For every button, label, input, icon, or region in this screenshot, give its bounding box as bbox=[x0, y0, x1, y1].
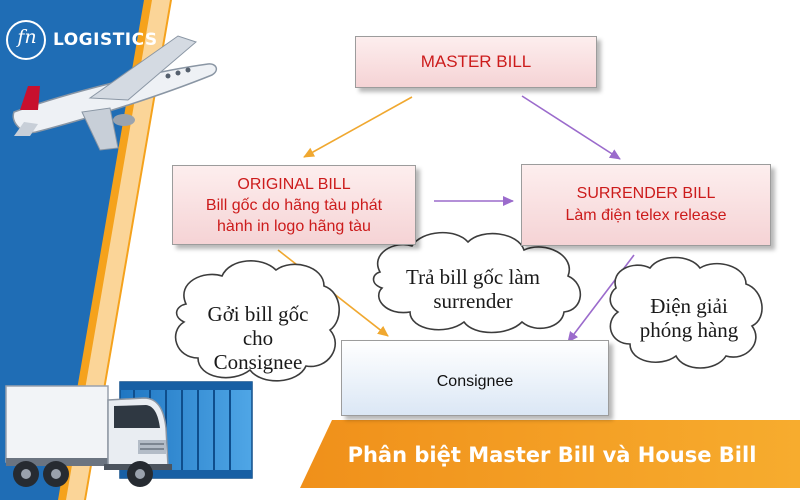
cloud-return-text: Trả bill gốc làm surrender bbox=[382, 265, 564, 313]
cloud-send-line2: cho bbox=[242, 326, 274, 350]
original-bill-line1: Bill gốc do hãng tàu phát bbox=[205, 196, 383, 214]
cloud-send-line3: Consignee bbox=[213, 350, 303, 374]
logo-circle bbox=[6, 20, 46, 60]
title-banner bbox=[300, 420, 800, 488]
truck-icon bbox=[5, 385, 172, 487]
panel-stripe bbox=[66, 0, 170, 500]
surrender-bill-line1: Làm điện telex release bbox=[565, 207, 727, 224]
original-bill-box: ORIGINAL BILL Bill gốc do hãng tàu phát … bbox=[172, 165, 416, 245]
airplane-icon bbox=[12, 35, 218, 151]
arrow-master-to-original bbox=[303, 96, 413, 158]
master-bill-box: MASTER BILL bbox=[355, 36, 597, 88]
surrender-bill-label: SURRENDER BILL bbox=[576, 185, 716, 202]
master-bill-label: MASTER BILL bbox=[420, 52, 532, 71]
consignee-box: Consignee bbox=[341, 340, 609, 416]
consignee-label: Consignee bbox=[436, 373, 514, 390]
original-bill-line2: hành in logo hãng tàu bbox=[217, 217, 371, 235]
cloud-return-line1: Trả bill gốc làm bbox=[406, 265, 540, 289]
cloud-telex-line2: phóng hàng bbox=[639, 318, 739, 342]
cloud-return-line2: surrender bbox=[433, 289, 513, 313]
logo-mark: fn bbox=[17, 26, 37, 48]
original-bill-label: ORIGINAL BILL bbox=[237, 175, 351, 193]
arrow-master-to-surrender bbox=[521, 95, 621, 160]
cloud-telex-line1: Điện giải bbox=[650, 294, 728, 318]
surrender-bill-box: SURRENDER BILL Làm điện telex release bbox=[521, 164, 771, 246]
cloud-telex-text: Điện giải phóng hàng bbox=[616, 294, 762, 342]
logo-text: LOGISTICS bbox=[53, 30, 158, 50]
cloud-send-text: Gởi bill gốc cho Consignee bbox=[188, 302, 328, 374]
cloud-send-line1: Gởi bill gốc bbox=[207, 302, 309, 326]
brand-logo: fn LOGISTICS bbox=[6, 18, 186, 62]
cloud-send bbox=[174, 260, 340, 382]
cloud-return bbox=[372, 231, 582, 334]
banner-title: Phân biệt Master Bill và House Bill bbox=[347, 443, 757, 467]
cloud-telex bbox=[609, 256, 763, 369]
